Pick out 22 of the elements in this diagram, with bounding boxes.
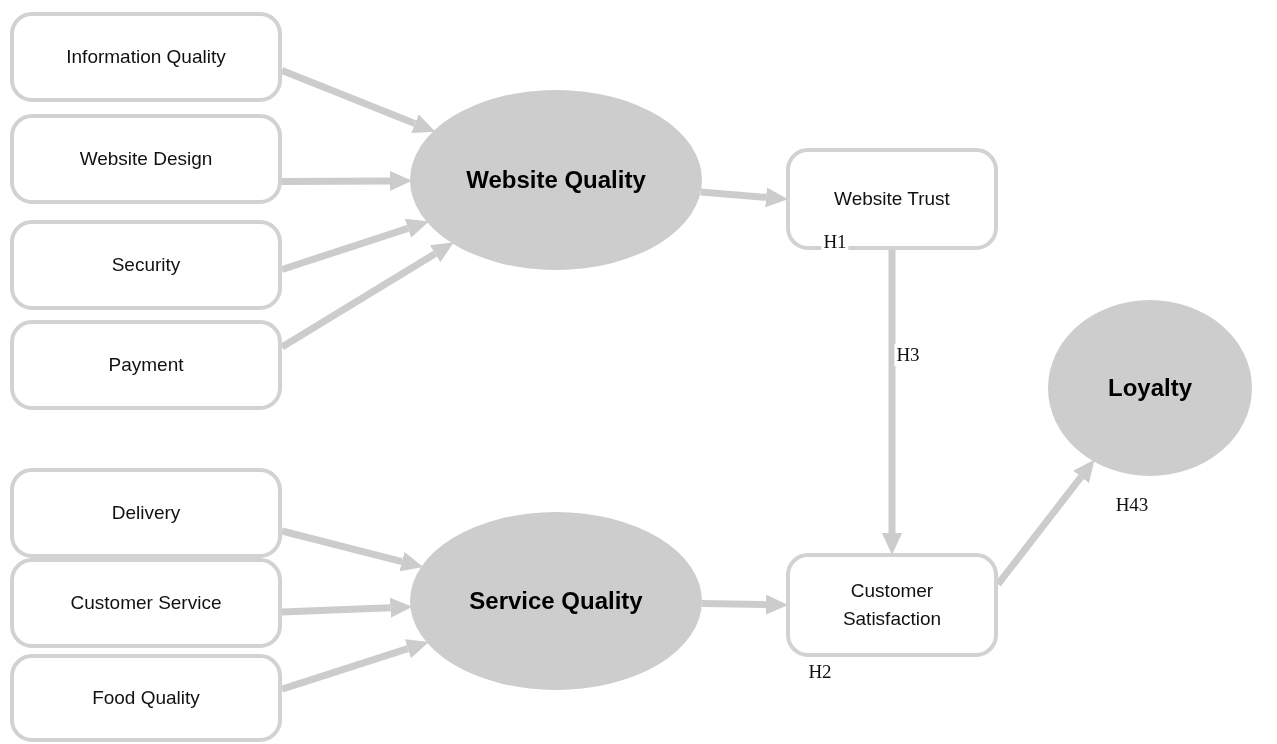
construct-box: Information Quality bbox=[10, 12, 282, 102]
arrow bbox=[882, 250, 902, 555]
construct-box: Delivery bbox=[10, 468, 282, 558]
construct-box: Customer Service bbox=[10, 558, 282, 648]
construct-box: Security bbox=[10, 220, 282, 310]
arrow bbox=[281, 597, 413, 618]
construct-ellipse: Website Quality bbox=[410, 90, 702, 270]
arrow bbox=[701, 594, 788, 615]
arrow bbox=[280, 639, 429, 693]
edge-label: H3 bbox=[894, 344, 922, 366]
arrow bbox=[700, 187, 788, 208]
arrow bbox=[280, 67, 436, 133]
arrow bbox=[281, 170, 412, 191]
construct-box: Customer Satisfaction bbox=[786, 553, 998, 657]
construct-box: Payment bbox=[10, 320, 282, 410]
construct-ellipse: Loyalty bbox=[1048, 300, 1252, 476]
construct-box: Website Design bbox=[10, 114, 282, 204]
arrow bbox=[280, 242, 454, 350]
construct-ellipse: Service Quality bbox=[410, 512, 702, 690]
construct-box: Food Quality bbox=[10, 654, 282, 742]
arrow bbox=[280, 218, 429, 273]
arrow bbox=[281, 527, 424, 572]
